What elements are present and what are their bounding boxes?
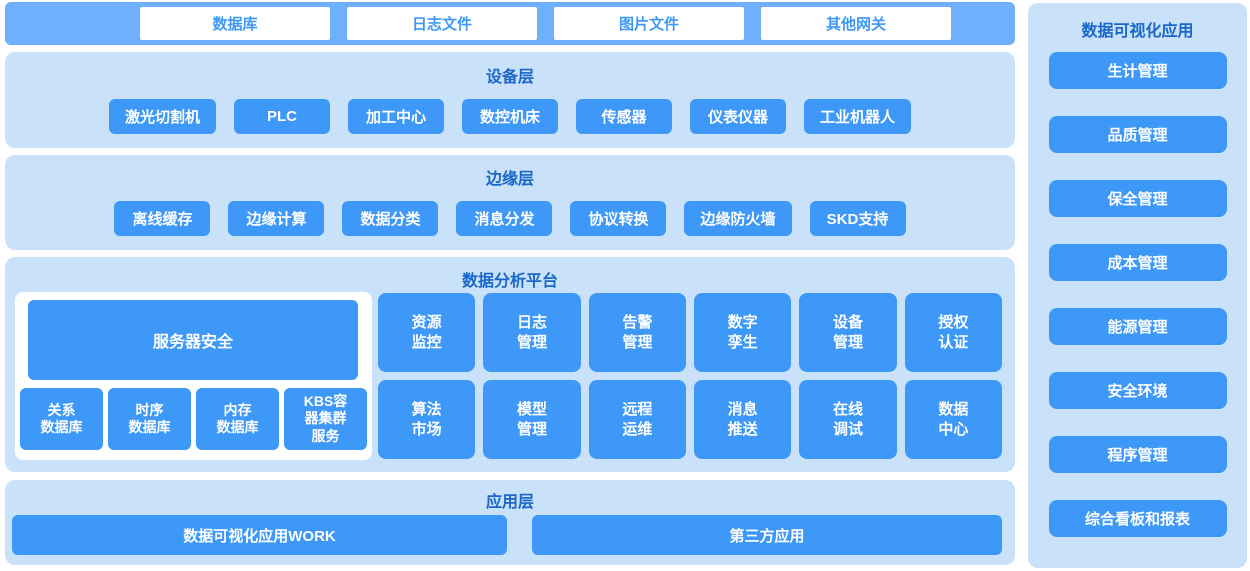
edge-layer-row: 离线缓存 边缘计算 数据分类 消息分发 协议转换 边缘防火墙 SKD支持 bbox=[5, 201, 1015, 236]
edge-layer-panel: 边缘层 离线缓存 边缘计算 数据分类 消息分发 协议转换 边缘防火墙 SKD支持 bbox=[5, 155, 1015, 250]
application-layer-title: 应用层 bbox=[485, 494, 534, 511]
gateway-item-other-gateway: 其他网关 bbox=[761, 7, 951, 40]
app-item-data-visualization-work: 数据可视化应用WORK bbox=[12, 515, 507, 555]
edge-item-edge-computing: 边缘计算 bbox=[228, 201, 325, 236]
sidebar-item-quality-management: 品质管理 bbox=[1048, 116, 1227, 153]
sidebar-item-energy-management: 能源管理 bbox=[1048, 308, 1227, 345]
sidebar-item-program-management: 程序管理 bbox=[1048, 436, 1227, 473]
platform-item-remote-ops: 远程 运维 bbox=[588, 380, 686, 459]
sidebar-items: 生计管理 品质管理 保全管理 成本管理 能源管理 安全环境 程序管理 综合看板和… bbox=[1028, 52, 1247, 537]
device-item-industrial-robot: 工业机器人 bbox=[804, 99, 912, 134]
sidebar-title: 数据可视化应用 bbox=[1081, 23, 1194, 40]
gateway-bar: 数据库 日志文件 图片文件 其他网关 bbox=[5, 2, 1015, 45]
platform-item-alarm-management: 告警 管理 bbox=[588, 293, 686, 372]
sidebar-item-dashboard-and-reports: 综合看板和报表 bbox=[1048, 500, 1227, 537]
gateway-item-log-file: 日志文件 bbox=[347, 7, 537, 40]
platform-item-log-management: 日志 管理 bbox=[483, 293, 581, 372]
sidebar-item-maintenance-management: 保全管理 bbox=[1048, 180, 1227, 217]
platform-capability-grid: 资源 监控 日志 管理 告警 管理 数字 孪生 设备 管理 授权 认证 算法 市… bbox=[378, 293, 1002, 459]
database-group-card: 服务器安全 关系 数据库 时序 数据库 内存 数据库 KBS容 器集群 服务 bbox=[15, 292, 372, 460]
db-item-timeseries: 时序 数据库 bbox=[108, 388, 191, 450]
sidebar-item-livelihood-management: 生计管理 bbox=[1048, 52, 1227, 89]
server-security-box: 服务器安全 bbox=[28, 300, 358, 380]
edge-item-data-classification: 数据分类 bbox=[342, 201, 439, 236]
platform-item-device-management: 设备 管理 bbox=[799, 293, 897, 372]
sidebar-item-safety-environment: 安全环境 bbox=[1048, 372, 1227, 409]
gateway-item-image-file: 图片文件 bbox=[554, 7, 744, 40]
data-visualization-sidebar: 数据可视化应用 生计管理 品质管理 保全管理 成本管理 能源管理 安全环境 程序… bbox=[1028, 3, 1247, 568]
platform-item-algorithm-market: 算法 市场 bbox=[378, 380, 476, 459]
device-item-instruments: 仪表仪器 bbox=[690, 99, 786, 134]
device-layer-title: 设备层 bbox=[485, 69, 534, 86]
gateway-item-database: 数据库 bbox=[140, 7, 330, 40]
db-item-relational: 关系 数据库 bbox=[20, 388, 103, 450]
app-item-third-party: 第三方应用 bbox=[532, 515, 1002, 555]
edge-item-offline-cache: 离线缓存 bbox=[114, 201, 211, 236]
platform-item-resource-monitoring: 资源 监控 bbox=[378, 293, 476, 372]
database-row: 关系 数据库 时序 数据库 内存 数据库 KBS容 器集群 服务 bbox=[20, 388, 367, 450]
edge-item-sdk-support: SKD支持 bbox=[809, 201, 906, 236]
device-item-laser-cutter: 激光切割机 bbox=[108, 99, 216, 134]
edge-layer-title: 边缘层 bbox=[485, 171, 534, 188]
device-item-cnc-machine: 数控机床 bbox=[462, 99, 558, 134]
device-layer-panel: 设备层 激光切割机 PLC 加工中心 数控机床 传感器 仪表仪器 工业机器人 bbox=[5, 52, 1015, 148]
platform-item-digital-twin: 数字 孪生 bbox=[694, 293, 792, 372]
db-item-inmemory: 内存 数据库 bbox=[196, 388, 279, 450]
device-item-machining-center: 加工中心 bbox=[348, 99, 444, 134]
platform-item-authorization: 授权 认证 bbox=[904, 293, 1002, 372]
edge-item-edge-firewall: 边缘防火墙 bbox=[684, 201, 792, 236]
db-item-kbs-container-cluster: KBS容 器集群 服务 bbox=[284, 388, 367, 450]
device-layer-row: 激光切割机 PLC 加工中心 数控机床 传感器 仪表仪器 工业机器人 bbox=[5, 99, 1015, 134]
data-analysis-platform-panel: 数据分析平台 服务器安全 关系 数据库 时序 数据库 内存 数据库 KBS容 器… bbox=[5, 257, 1015, 472]
platform-item-online-debug: 在线 调试 bbox=[799, 380, 897, 459]
platform-item-data-center: 数据 中心 bbox=[904, 380, 1002, 459]
edge-item-protocol-conversion: 协议转换 bbox=[570, 201, 667, 236]
sidebar-item-cost-management: 成本管理 bbox=[1048, 244, 1227, 281]
edge-item-message-distribution: 消息分发 bbox=[456, 201, 553, 236]
application-layer-panel: 应用层 数据可视化应用WORK 第三方应用 bbox=[5, 480, 1015, 565]
data-analysis-platform-title: 数据分析平台 bbox=[461, 273, 558, 290]
device-item-sensor: 传感器 bbox=[576, 99, 672, 134]
platform-item-message-push: 消息 推送 bbox=[694, 380, 792, 459]
platform-item-model-management: 模型 管理 bbox=[483, 380, 581, 459]
device-item-plc: PLC bbox=[234, 99, 330, 134]
